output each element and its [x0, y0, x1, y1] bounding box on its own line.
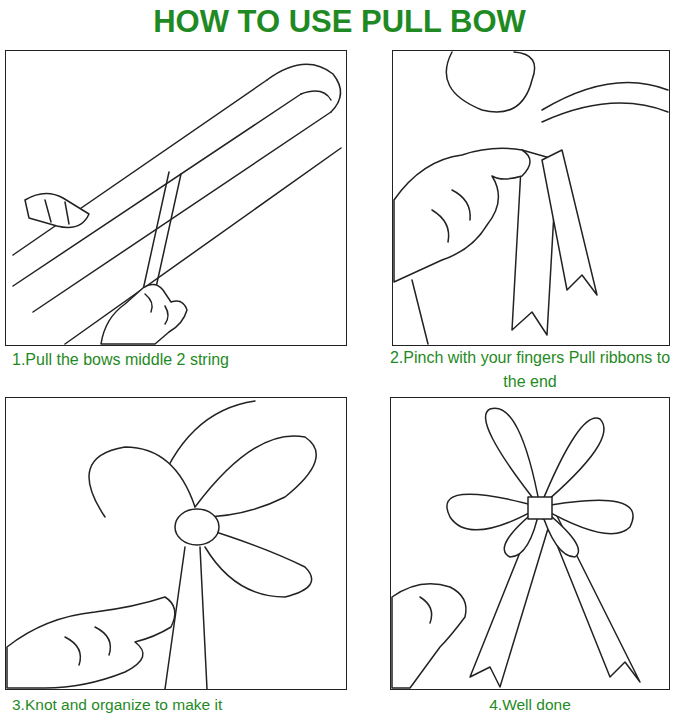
line-art [175, 509, 219, 545]
line-art [89, 447, 195, 517]
line-art [65, 627, 110, 665]
step-illustration [13, 64, 341, 344]
line-art [420, 597, 432, 623]
line-art [412, 280, 428, 344]
step-panel: 1.Pull the bows middle 2 string [5, 50, 347, 372]
panel-frame [5, 397, 347, 690]
line-art [432, 190, 470, 242]
line-art [7, 597, 175, 688]
step-illustration [7, 401, 316, 689]
step-illustration [394, 52, 668, 344]
panel-frame [392, 50, 670, 346]
line-art [394, 148, 530, 282]
line-art [267, 64, 341, 112]
line-art [143, 172, 181, 292]
line-art [13, 94, 301, 286]
line-art [392, 584, 466, 688]
line-art [145, 294, 168, 324]
line-art [25, 193, 89, 227]
line-art [13, 80, 267, 255]
step-caption: 1.Pull the bows middle 2 string [12, 348, 342, 372]
step-caption: 4.Well done [390, 694, 670, 716]
line-art [486, 408, 540, 507]
step-caption: 3.Knot and organize to make it [12, 694, 342, 716]
line-art [542, 103, 668, 122]
line-art [101, 284, 187, 344]
panel-frame [5, 50, 347, 346]
step-illustration [392, 408, 640, 688]
line-art [542, 150, 597, 295]
line-art [195, 436, 316, 517]
step-caption: 2.Pinch with your fingers Pull ribbons t… [388, 346, 672, 394]
panel-frame [390, 397, 670, 690]
line-art [540, 418, 604, 507]
line-art [65, 148, 341, 344]
title: HOW TO USE PULL BOW [0, 4, 679, 40]
line-art [45, 200, 69, 224]
line-art [528, 497, 552, 519]
line-art [301, 91, 331, 100]
line-art [446, 52, 534, 112]
step-panel: 4.Well done [390, 397, 670, 716]
step-panel: 3.Knot and organize to make it [5, 397, 347, 716]
step-panel: 2.Pinch with your fingers Pull ribbons t… [392, 50, 670, 394]
line-art [200, 527, 312, 597]
